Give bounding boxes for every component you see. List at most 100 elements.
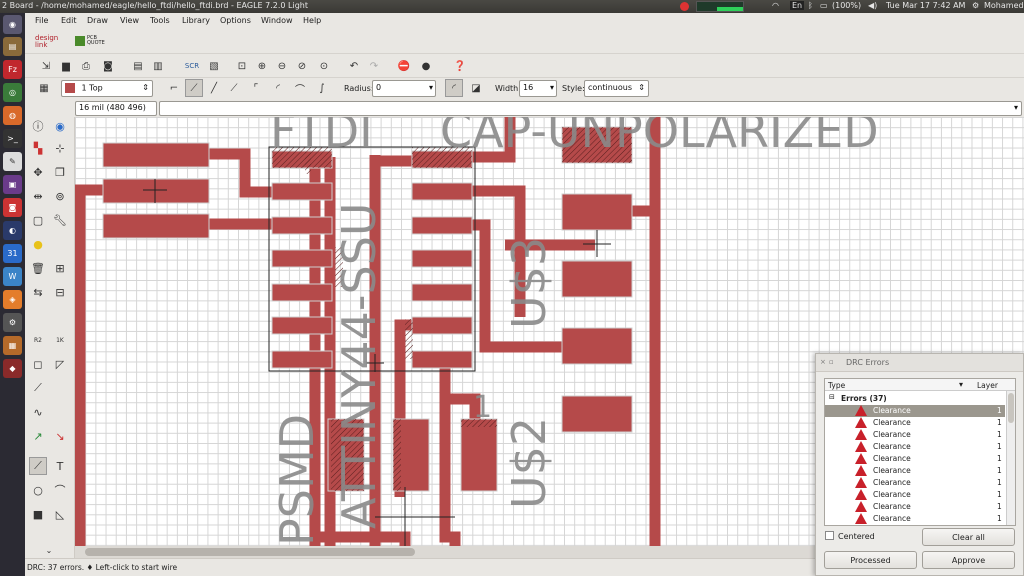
list-scrollbar[interactable]: [1006, 391, 1015, 525]
popcorn-icon[interactable]: ◙: [3, 198, 22, 217]
pad-cap-2[interactable]: [561, 193, 633, 231]
scrollbar-thumb[interactable]: [85, 548, 415, 556]
menu-file[interactable]: File: [35, 16, 49, 25]
calendar-icon[interactable]: 31: [3, 244, 22, 263]
optimize-icon[interactable]: ∿: [33, 405, 43, 419]
bluetooth-icon[interactable]: ᛒ: [808, 1, 813, 10]
text-editor-icon[interactable]: ✎: [3, 152, 22, 171]
arc-icon[interactable]: ⌒: [54, 484, 66, 497]
go-icon[interactable]: ●: [421, 60, 431, 72]
pad-ic-l2[interactable]: [271, 182, 333, 201]
info-icon[interactable]: ⓘ: [32, 120, 44, 133]
help-icon[interactable]: ❓: [453, 60, 467, 72]
pad-ic-l3[interactable]: [271, 216, 333, 235]
settings-icon[interactable]: ⚙: [972, 1, 980, 10]
rect-icon[interactable]: ■: [32, 507, 44, 521]
pad-ic-l4[interactable]: [271, 249, 333, 268]
lock-icon[interactable]: ⊟: [55, 285, 65, 299]
command-input[interactable]: ▾: [159, 101, 1022, 116]
user-name[interactable]: Mohamed: [984, 1, 1024, 10]
pad-ic-l7[interactable]: [271, 350, 333, 369]
list-scroll-thumb[interactable]: [1008, 393, 1014, 423]
mirror-icon[interactable]: ⇹: [33, 189, 43, 203]
approve-button[interactable]: Approve: [922, 551, 1015, 569]
eclipse-icon[interactable]: ◐: [3, 221, 22, 240]
paste-icon[interactable]: ●: [33, 237, 43, 251]
board-canvas[interactable]: FTDI CAP-UNPOLARIZED ATTINY44-SSU U$3 U$…: [75, 117, 1024, 546]
layer-icon[interactable]: ▤: [133, 60, 143, 72]
zoom-select-icon[interactable]: ⊙: [319, 60, 329, 72]
pad-ic-l5[interactable]: [271, 283, 333, 302]
circle-icon[interactable]: ○: [33, 483, 43, 497]
bend-style-4-icon[interactable]: ⟋: [230, 82, 238, 94]
close-icon[interactable]: ×: [820, 358, 826, 366]
split-icon[interactable]: ⟋: [34, 381, 42, 394]
pad-u3-2[interactable]: [561, 327, 633, 365]
polygon-icon[interactable]: ◺: [55, 507, 65, 521]
designlink-logo[interactable]: design link: [35, 34, 59, 49]
firefox-icon[interactable]: ◍: [3, 106, 22, 125]
ulp-icon[interactable]: ▧: [209, 60, 219, 72]
smash-icon[interactable]: ◻: [33, 357, 43, 371]
wire-icon[interactable]: ⟋: [29, 457, 47, 475]
menu-view[interactable]: View: [120, 16, 139, 25]
zoom-out-icon[interactable]: ⊖: [277, 60, 287, 72]
pad-ftdi-3[interactable]: [102, 213, 210, 239]
miter-icon[interactable]: ◪: [471, 82, 481, 94]
save-icon[interactable]: ▆: [62, 60, 70, 72]
pad-ic-r5[interactable]: [411, 283, 473, 302]
bend-style-7-icon[interactable]: ⌒: [295, 84, 305, 96]
pad-ic-r6[interactable]: [411, 316, 473, 335]
pad-smd-3[interactable]: [460, 418, 498, 492]
pad-u2-1[interactable]: [561, 395, 633, 433]
round-corner-icon[interactable]: ◜: [445, 79, 463, 97]
files-icon[interactable]: ▤: [3, 37, 22, 56]
pad-ic-r2[interactable]: [411, 182, 473, 201]
wifi-icon[interactable]: ◠: [772, 1, 779, 10]
filezilla-icon[interactable]: Fz: [3, 60, 22, 79]
replace-icon[interactable]: ⇆: [33, 285, 43, 299]
system-monitor-icon[interactable]: [696, 1, 744, 12]
blender-icon[interactable]: ◈: [3, 290, 22, 309]
error-group[interactable]: ⊟ Errors (37): [825, 393, 1005, 405]
collapse-icon[interactable]: ⊟: [829, 393, 835, 401]
menu-tools[interactable]: Tools: [150, 16, 170, 25]
col-type[interactable]: Type: [828, 381, 846, 390]
expand-more-icon[interactable]: ⌄: [45, 545, 53, 555]
dash-icon[interactable]: ◉: [3, 15, 22, 34]
open-icon[interactable]: ⇲: [41, 60, 51, 72]
delete-icon[interactable]: 🗑︎: [31, 261, 45, 275]
grid-icon[interactable]: ▦: [39, 82, 49, 94]
name-icon[interactable]: R2: [34, 336, 42, 344]
script-icon[interactable]: ▥: [153, 60, 163, 72]
change-icon[interactable]: 🔧︎: [53, 213, 67, 227]
pad-ic-r3[interactable]: [411, 216, 473, 235]
chrome-icon[interactable]: ◎: [3, 83, 22, 102]
keyboard-lang[interactable]: En: [790, 1, 805, 10]
scr-icon[interactable]: SCR: [184, 62, 200, 70]
pcbquote-logo[interactable]: PCB QUOTE: [75, 34, 105, 48]
battery-icon[interactable]: ▭: [820, 1, 828, 10]
bend-style-5-icon[interactable]: ⌜: [253, 82, 259, 94]
value-icon[interactable]: 1K: [56, 336, 64, 344]
ripup-icon[interactable]: ↘: [55, 429, 65, 443]
bend-style-6-icon[interactable]: ◜: [276, 82, 280, 94]
redraw-icon[interactable]: ⊘: [297, 60, 307, 72]
pad-ic-r7[interactable]: [411, 350, 473, 369]
centered-checkbox[interactable]: [825, 531, 834, 540]
record-icon[interactable]: [680, 2, 689, 11]
display-icon[interactable]: ▚: [33, 141, 43, 155]
style-select[interactable]: continuous ⇕: [584, 80, 649, 97]
stop-icon[interactable]: ⛔: [397, 60, 411, 72]
mark-icon[interactable]: ⊹: [55, 141, 65, 155]
text-icon[interactable]: T: [56, 459, 64, 473]
bend-style-1-icon[interactable]: ⌐: [169, 82, 179, 94]
pad-ftdi-2[interactable]: [102, 178, 210, 204]
cam-icon[interactable]: ◙: [103, 60, 113, 72]
